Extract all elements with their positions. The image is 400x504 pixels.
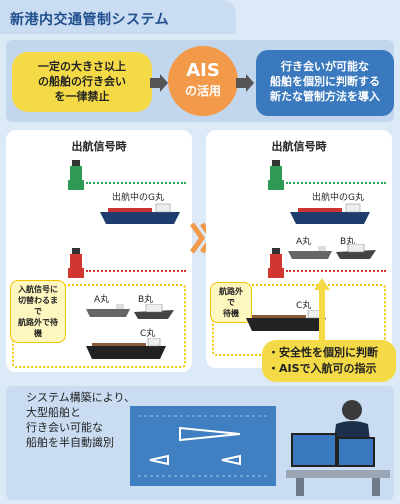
a-ship-icon-right [288,246,332,259]
a-ship-icon-left [86,304,130,317]
new-method-box: 行き会いが可能な 船舶を個別に判断する 新たな管制方法を導入 [256,50,394,116]
arrow-up-icon [314,278,330,340]
safety-judgement-box: ・安全性を個別に判断 ・AISで入航可の指示 [262,340,396,382]
ship-markers-icon [138,415,270,477]
panel-after-title: 出航信号時 [271,140,327,153]
red-signal-line-right [286,270,386,272]
a-ship-label-left: A丸 [94,295,110,305]
ais-label: AIS [186,60,220,81]
g-ship-label: 出航中のG丸 [112,193,164,203]
c-ship-label-left: C丸 [140,329,156,339]
old-rule-box: 一定の大きさ以上 の船舶の行き会い を一律禁止 [12,52,152,112]
g-ship-icon-right [290,203,370,224]
wait-note-right: 航路外で 待機 [210,282,252,323]
red-signal-buoy-icon [68,248,84,278]
system-description: システム構築により、 大型船舶と 行き会い可能な 船舶を半自動識別 [26,391,136,449]
ais-sub-label: の活用 [184,84,221,98]
wait-note-left: 入航信号に 切替わるまで 航路外で待機 [10,280,66,343]
b-ship-label-right: B丸 [340,237,356,247]
b-ship-icon-left [134,304,174,319]
b-ship-icon-right [336,244,376,259]
red-signal-line [86,270,186,272]
arrow-right-icon [150,74,168,92]
ais-circle: AIS の活用 [168,46,238,116]
green-signal-line [86,182,186,184]
green-signal-buoy-icon [68,160,84,190]
panel-before-title: 出航信号時 [71,140,127,153]
radar-screen [130,406,276,486]
g-ship-label-right: 出航中のG丸 [312,193,364,203]
arrow-right-icon-2 [236,74,254,92]
green-signal-line-right [286,182,386,184]
operator-at-monitors-icon [286,400,390,496]
diagram-title: 新港内交通管制システム [0,0,236,34]
c-ship-label-right: C丸 [296,301,312,311]
green-signal-buoy-icon-right [268,160,284,190]
red-signal-buoy-icon-right [268,248,284,278]
c-ship-icon-left [86,338,166,359]
g-ship-icon [100,203,180,224]
a-ship-label-right: A丸 [296,237,312,247]
b-ship-label-left: B丸 [138,295,154,305]
